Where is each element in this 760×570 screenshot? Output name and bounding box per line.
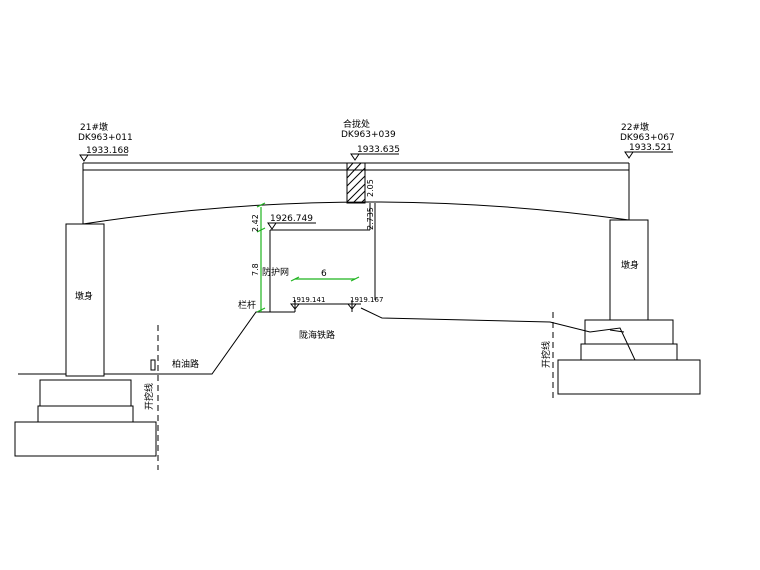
pier-21-elevation: 1933.168 <box>86 146 129 156</box>
clearance-width: 6 <box>321 269 327 279</box>
clearance-dim-height: 7.8 <box>251 263 260 276</box>
closure-elevation: 1933.635 <box>357 145 400 155</box>
pier-22: 墩身 <box>557 219 701 395</box>
excavation-left-label: 开挖线 <box>143 383 155 410</box>
pier-21-name: 21#墩 <box>80 121 108 133</box>
pier-21-body-label: 墩身 <box>75 290 93 302</box>
pier-21-annotation: 21#墩 DK963+011 1933.168 <box>78 121 133 162</box>
closure-dim-b: 2.735 <box>366 207 375 230</box>
pier-22-elevation: 1933.521 <box>629 143 672 153</box>
pier-21: 墩身 <box>14 223 157 457</box>
site-labels: 防护网 栏杆 陇海铁路 柏油路 <box>172 266 335 370</box>
pier-22-name: 22#墩 <box>621 121 649 133</box>
rail-elevation-left: 1919.141 <box>292 296 325 304</box>
pier-22-station: DK963+067 <box>620 133 675 143</box>
pier-22-annotation: 22#墩 DK963+067 1933.521 <box>620 121 675 159</box>
asphalt-road-label: 柏油路 <box>172 358 199 370</box>
clearance-dim-left: 2.42 <box>251 214 260 232</box>
clearance-frame: 1926.749 <box>267 203 376 312</box>
rail-markers: 1919.141 1919.167 <box>289 296 383 312</box>
rail-elevation-right: 1919.167 <box>350 296 383 304</box>
closure-dim-a: 2.05 <box>366 179 375 197</box>
closure-segment <box>346 162 366 204</box>
green-dimensions: 2.42 7.8 6 <box>251 202 360 313</box>
closure-name: 合拢处 <box>343 118 370 130</box>
fence-label: 防护网 <box>262 266 289 278</box>
excavation-lines: 开挖线 开挖线 <box>143 312 554 470</box>
pier-21-station: DK963+011 <box>78 133 133 143</box>
clearance-elevation: 1926.749 <box>270 214 313 224</box>
closure-station: DK963+039 <box>341 130 396 140</box>
closure-dimensions: 2.05 2.735 <box>364 170 375 230</box>
railway-label: 陇海铁路 <box>299 329 335 341</box>
railing-label: 栏杆 <box>238 299 256 311</box>
closure-annotation: 合拢处 DK963+039 1933.635 <box>341 118 400 161</box>
pier-22-body-label: 墩身 <box>621 259 639 271</box>
excavation-right-label: 开挖线 <box>540 341 552 368</box>
